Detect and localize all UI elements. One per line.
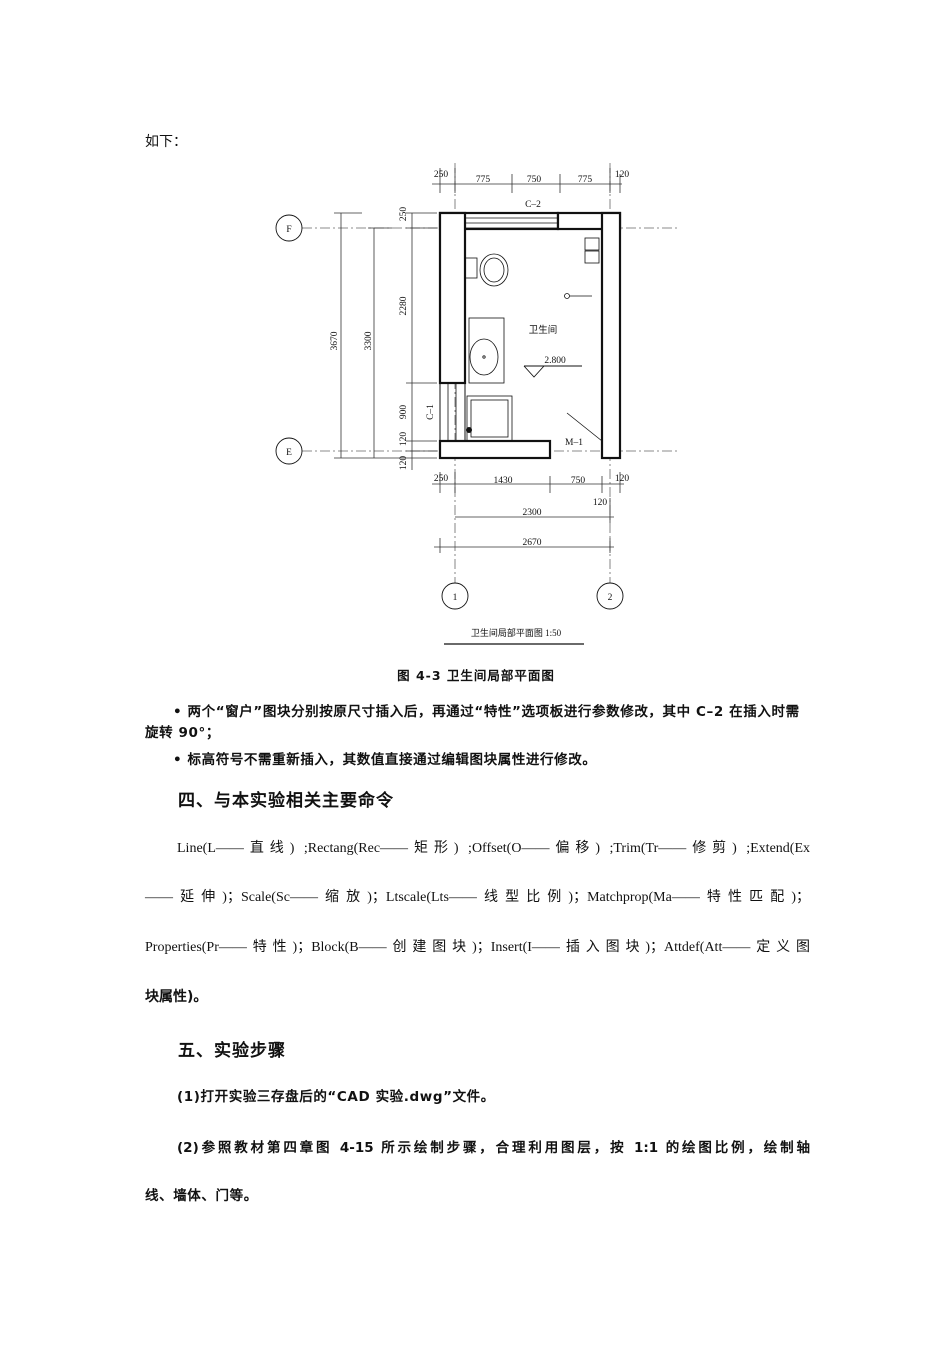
axis-label-f: F <box>286 225 291 235</box>
step-2-line-2: 线、墙体、门等。 <box>145 1188 258 1204</box>
window-c2 <box>465 217 558 229</box>
figure-title: 卫生间局部平面图 1:50 <box>471 627 562 638</box>
axis-label-1: 1 <box>453 593 458 603</box>
door-label: M–1 <box>565 438 583 448</box>
dim-bot-2300: 2300 <box>523 508 542 518</box>
bullet-paragraph-2: • 标高符号不需重新插入，其数值直接通过编辑图块属性进行修改。 <box>173 752 597 768</box>
bathroom-floor-plan: F E 1 2 250 775 750 775 120 C–2 卫生间 2.80… <box>275 163 677 645</box>
fixtures <box>464 237 603 442</box>
step-1: (1)打开实验三存盘后的“CAD 实验.dwg”文件。 <box>177 1089 495 1105</box>
command-line-1: Line(L——直线) ;Rectang(Rec——矩形) ;Offset(O—… <box>177 841 810 856</box>
bottom-dimensions <box>432 472 624 553</box>
section-heading-5: 五、实验步骤 <box>178 1041 286 1061</box>
dim-top-775a: 775 <box>476 175 491 185</box>
elevation-symbol <box>523 365 582 378</box>
dim-left-3670: 3670 <box>330 331 340 350</box>
dim-bot-250: 250 <box>434 474 449 484</box>
dim-top-750: 750 <box>527 175 542 185</box>
room-name: 卫生间 <box>529 324 558 336</box>
dim-left-250: 250 <box>399 207 409 222</box>
window-c2-label: C–2 <box>525 200 541 210</box>
figure-caption: 图 4-3 卫生间局部平面图 <box>397 668 555 683</box>
dim-top-120: 120 <box>615 170 630 180</box>
dim-bot-120: 120 <box>615 474 630 484</box>
dim-left-3300: 3300 <box>364 331 374 350</box>
axis-label-2: 2 <box>608 593 613 603</box>
dim-top-775b: 775 <box>578 175 593 185</box>
walls <box>438 211 622 460</box>
intro-text: 如下： <box>145 134 187 150</box>
bullet-paragraph-1: • 两个“窗户”图块分别按原尺寸插入后，再通过“特性”选项板进行参数修改，其中 … <box>145 704 800 741</box>
dim-left-900: 900 <box>399 405 409 420</box>
dim-bot-1430: 1430 <box>494 476 513 486</box>
top-dimension <box>432 168 622 193</box>
dim-bot-750: 750 <box>571 476 586 486</box>
command-line-4: 块属性)。 <box>145 989 208 1005</box>
dim-left-120b: 120 <box>399 456 409 471</box>
dim-bot-120b: 120 <box>593 498 608 508</box>
window-c1-label: C–1 <box>426 404 436 420</box>
window-c1 <box>447 383 457 441</box>
dim-bot-2670: 2670 <box>523 538 542 548</box>
left-dimensions <box>334 212 437 470</box>
command-line-2: ——延伸)；Scale(Sc——缩放)；Ltscale(Lts——线型比例)；M… <box>145 890 810 905</box>
section-heading-4: 四、与本实验相关主要命令 <box>178 791 394 811</box>
dim-left-2280: 2280 <box>399 296 409 315</box>
axis-bubbles <box>275 214 624 610</box>
axis-label-e: E <box>286 448 292 458</box>
command-line-3: Properties(Pr——特性)；Block(B——创建图块)；Insert… <box>145 940 810 955</box>
dim-top-250: 250 <box>434 170 449 180</box>
step-2-line-1: (2)参照教材第四章图 4-15 所示绘制步骤，合理利用图层，按 1:1 的绘图… <box>177 1140 810 1156</box>
dim-left-120a: 120 <box>399 432 409 447</box>
elevation-value: 2.800 <box>544 356 566 366</box>
